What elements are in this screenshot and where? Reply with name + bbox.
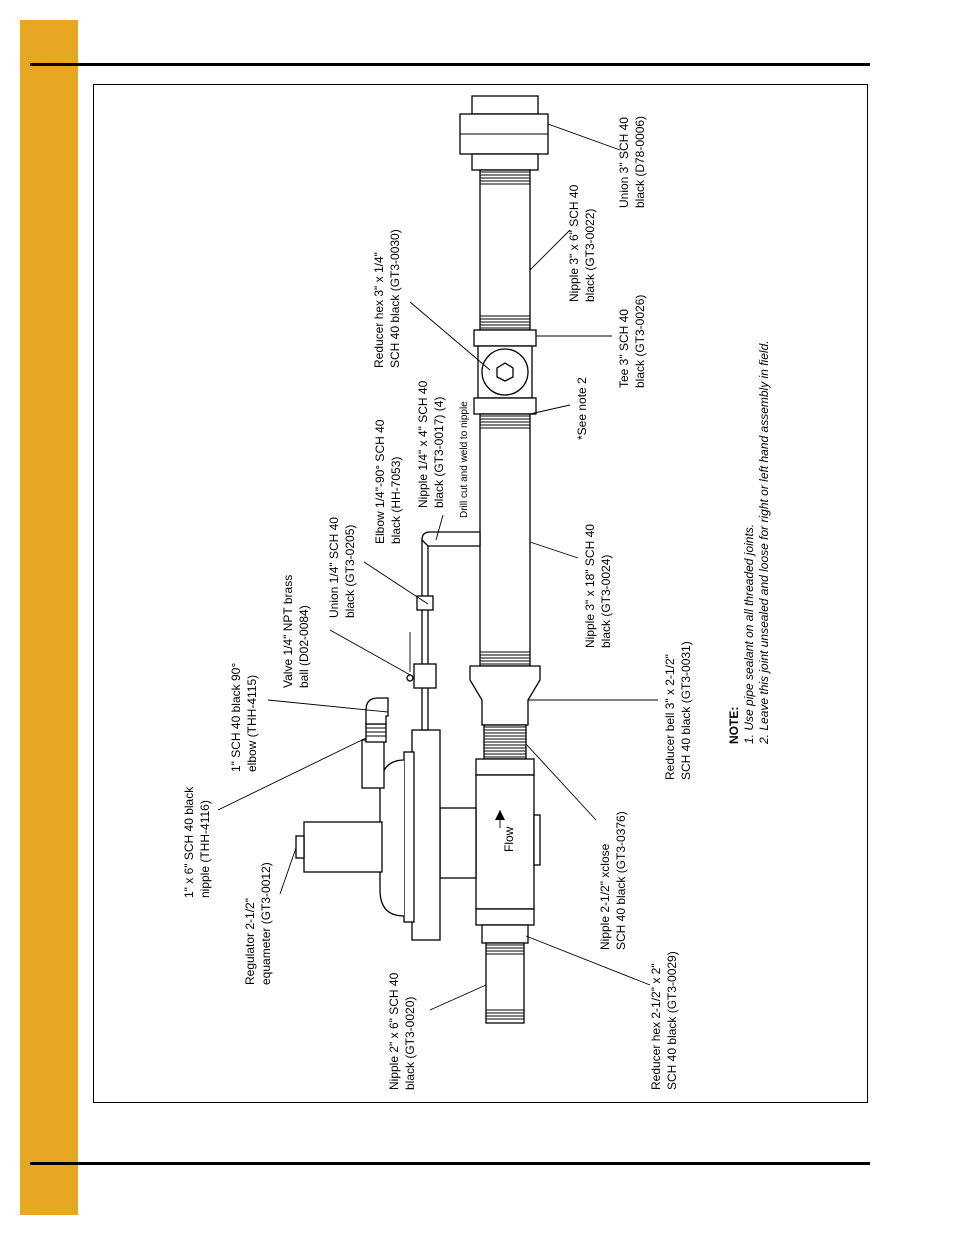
nipple-2x6 [485, 942, 525, 1024]
label-see-note-2: *See note 2 [575, 377, 589, 440]
nipple-1-inch-and-elbow [365, 697, 389, 743]
union-3-inch [459, 95, 549, 171]
regulator-body [475, 758, 541, 926]
tee-3-inch [473, 329, 537, 415]
label-reducer-bell: Reducer bell 3" x 2-1/2"SCH 40 black (GT… [663, 641, 693, 780]
nipple-3x6 [479, 169, 531, 331]
reducer-hex-2-5x2 [481, 924, 529, 944]
bypass-line [406, 531, 481, 731]
regulator-diaphragm [295, 729, 477, 941]
sidebar-color-band [20, 20, 78, 1215]
flow-label: Flow [502, 826, 516, 852]
flow-arrow [495, 810, 505, 828]
leader-lines [217, 123, 658, 1011]
notes-block: NOTE: 1. Use pipe sealant on all threade… [727, 340, 771, 745]
label-regulator: Regulator 2-1/2"equameter (GT3-0012) [243, 862, 273, 985]
footer-rule [30, 1162, 870, 1165]
label-reducer-hex-25x2: Reducer hex 2-1/2" x 2"SCH 40 black (GT3… [649, 951, 679, 1090]
reducer-bell [469, 665, 541, 726]
header-rule [30, 63, 870, 66]
nipple-3x18 [479, 413, 531, 667]
label-elbow-1-90: 1" SCH 40 black 90°elbow (THH-4115) [229, 663, 259, 772]
label-drill-note: Drill cut and weld to nipple [459, 401, 470, 518]
pipe-threads [480, 171, 530, 1020]
label-reducer-hex-3x14: Reducer hex 3" x 1/4"SCH 40 black (GT3-0… [372, 229, 402, 368]
diagram-frame [93, 84, 868, 1103]
